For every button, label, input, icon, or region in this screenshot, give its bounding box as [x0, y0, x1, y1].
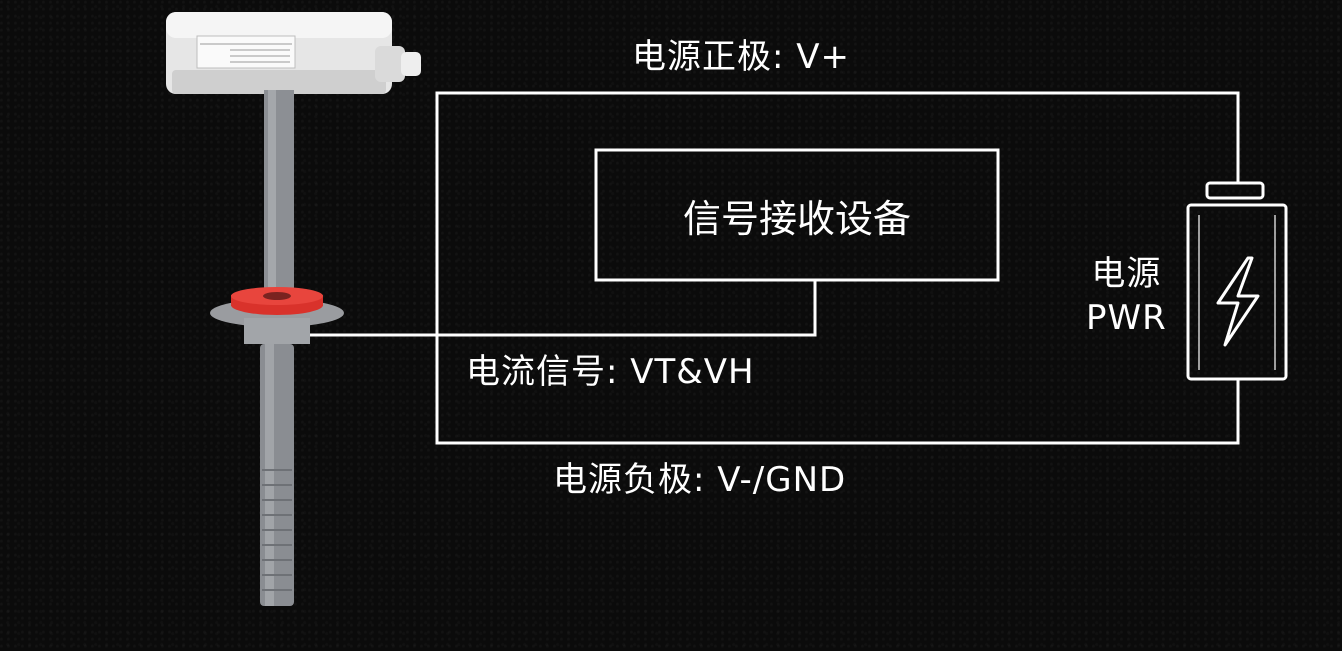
signal-wire: [437, 280, 817, 337]
power-label-cn: 电源: [1091, 254, 1162, 294]
cable-gland: [375, 46, 405, 82]
receiver-label: 信号接收设备: [682, 196, 911, 241]
positive-wire: [435, 91, 1240, 335]
power-positive-label: 电源正极: V+: [632, 37, 851, 77]
lightning-bolt-icon: [1216, 256, 1260, 347]
power-label: 电源 PWR: [1086, 252, 1167, 340]
duct-sensor-device: [166, 12, 421, 606]
receiver-box: [594, 148, 1000, 282]
power-negative-label: 电源负极: V-/GND: [553, 460, 847, 500]
battery-icon: [1186, 181, 1288, 381]
current-signal-label: 电流信号: VT&VH: [466, 352, 755, 392]
circuit-wires: [300, 91, 1240, 445]
power-label-en: PWR: [1086, 298, 1167, 339]
probe-filter-vents: [262, 469, 292, 591]
sensor-nameplate: [196, 35, 296, 69]
negative-wire: [435, 335, 1240, 445]
